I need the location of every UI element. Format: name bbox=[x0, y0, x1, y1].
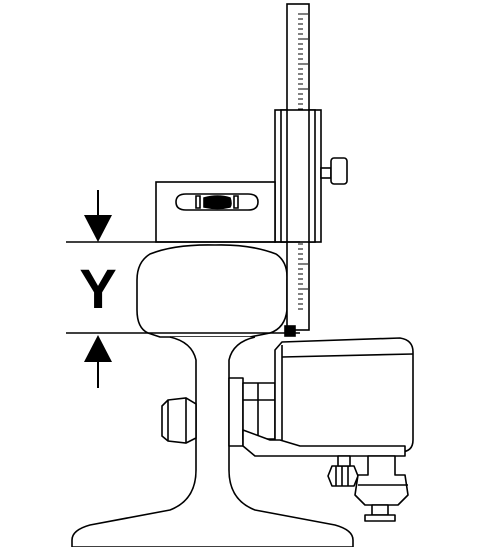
dimension-label: Y bbox=[79, 257, 116, 320]
clamp-plate bbox=[228, 377, 244, 447]
level-body bbox=[155, 181, 276, 243]
rail-head bbox=[136, 244, 288, 338]
dimension-arrows bbox=[84, 190, 112, 388]
lock-knob-icon bbox=[320, 167, 332, 179]
gauge-clamp-assembly bbox=[228, 337, 414, 522]
scale-slider bbox=[274, 109, 348, 243]
arrow-up-icon bbox=[84, 335, 112, 388]
spirit-level bbox=[155, 181, 276, 243]
gauge-lower-arm bbox=[242, 429, 406, 457]
hex-nut-icon bbox=[161, 397, 197, 444]
rail-web-and-foot bbox=[71, 336, 354, 547]
dimension-lines bbox=[66, 241, 300, 334]
magnetic-foot bbox=[354, 455, 409, 506]
level-bubble bbox=[203, 195, 232, 210]
arrow-down-icon bbox=[84, 190, 112, 242]
thumb-screw-icon bbox=[327, 465, 359, 487]
